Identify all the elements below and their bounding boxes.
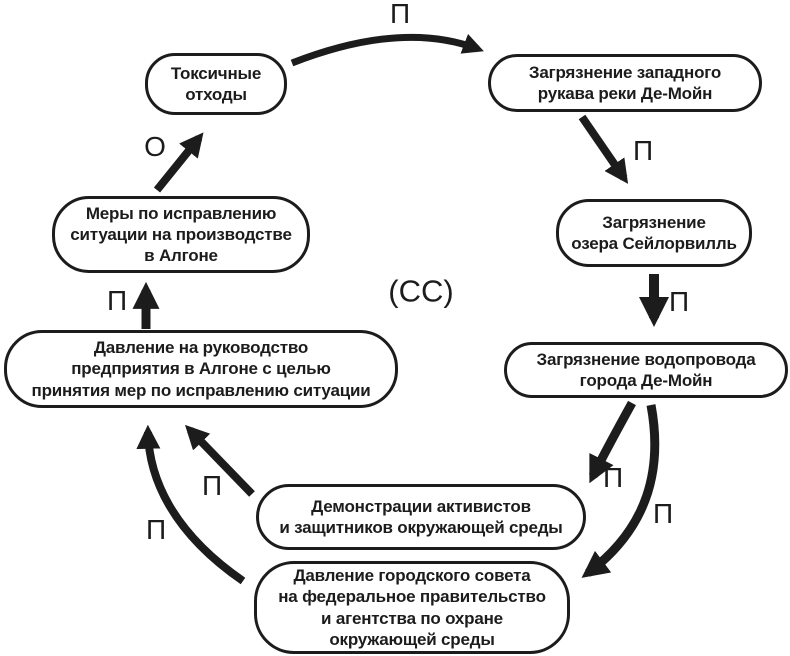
edge-label-pressure-to-measures: П: [106, 285, 128, 316]
arrow-demos-to-pressure: [184, 424, 255, 497]
edge-label-council-to-pressure: П: [145, 514, 167, 545]
edge-label-measures-to-toxic: О: [144, 131, 166, 162]
node-toxic-waste: Токсичные отходы: [145, 53, 287, 115]
edge-label-watersupply-to-council: П: [652, 498, 674, 529]
arrow-river-to-lake: [578, 114, 629, 184]
arrow-measures-to-toxic: [153, 132, 204, 193]
loop-label-cc: (СС): [388, 273, 454, 309]
node-city-council-pressure: Давление городского совета на федерально…: [254, 561, 570, 654]
edge-label-lake-to-watersupply: П: [668, 286, 690, 317]
edge-label-river-to-lake: П: [632, 135, 654, 166]
node-water-supply-pollution: Загрязнение водопровода города Де-Мойн: [504, 342, 788, 398]
arrow-council-to-pressure: [136, 424, 246, 585]
arrow-toxic-to-river: [290, 33, 484, 67]
node-activist-demonstrations: Демонстрации активистов и защитников окр…: [256, 484, 586, 550]
node-management-pressure: Давление на руководство предприятия в Ал…: [4, 330, 398, 408]
edge-label-demos-to-pressure: П: [201, 470, 223, 501]
arrow-watersupply-to-demos: [588, 400, 636, 484]
node-corrective-measures: Меры по исправлению ситуации на производ…: [52, 196, 310, 273]
node-west-river-pollution: Загрязнение западного рукава реки Де-Мой…: [488, 54, 762, 112]
arrow-watersupply-to-council: [581, 404, 660, 578]
edge-label-watersupply-to-demos: П: [602, 462, 624, 493]
node-saylorville-lake-pollution: Загрязнение озера Сейлорвилль: [556, 199, 752, 267]
edge-label-toxic-to-river: П: [389, 0, 411, 29]
